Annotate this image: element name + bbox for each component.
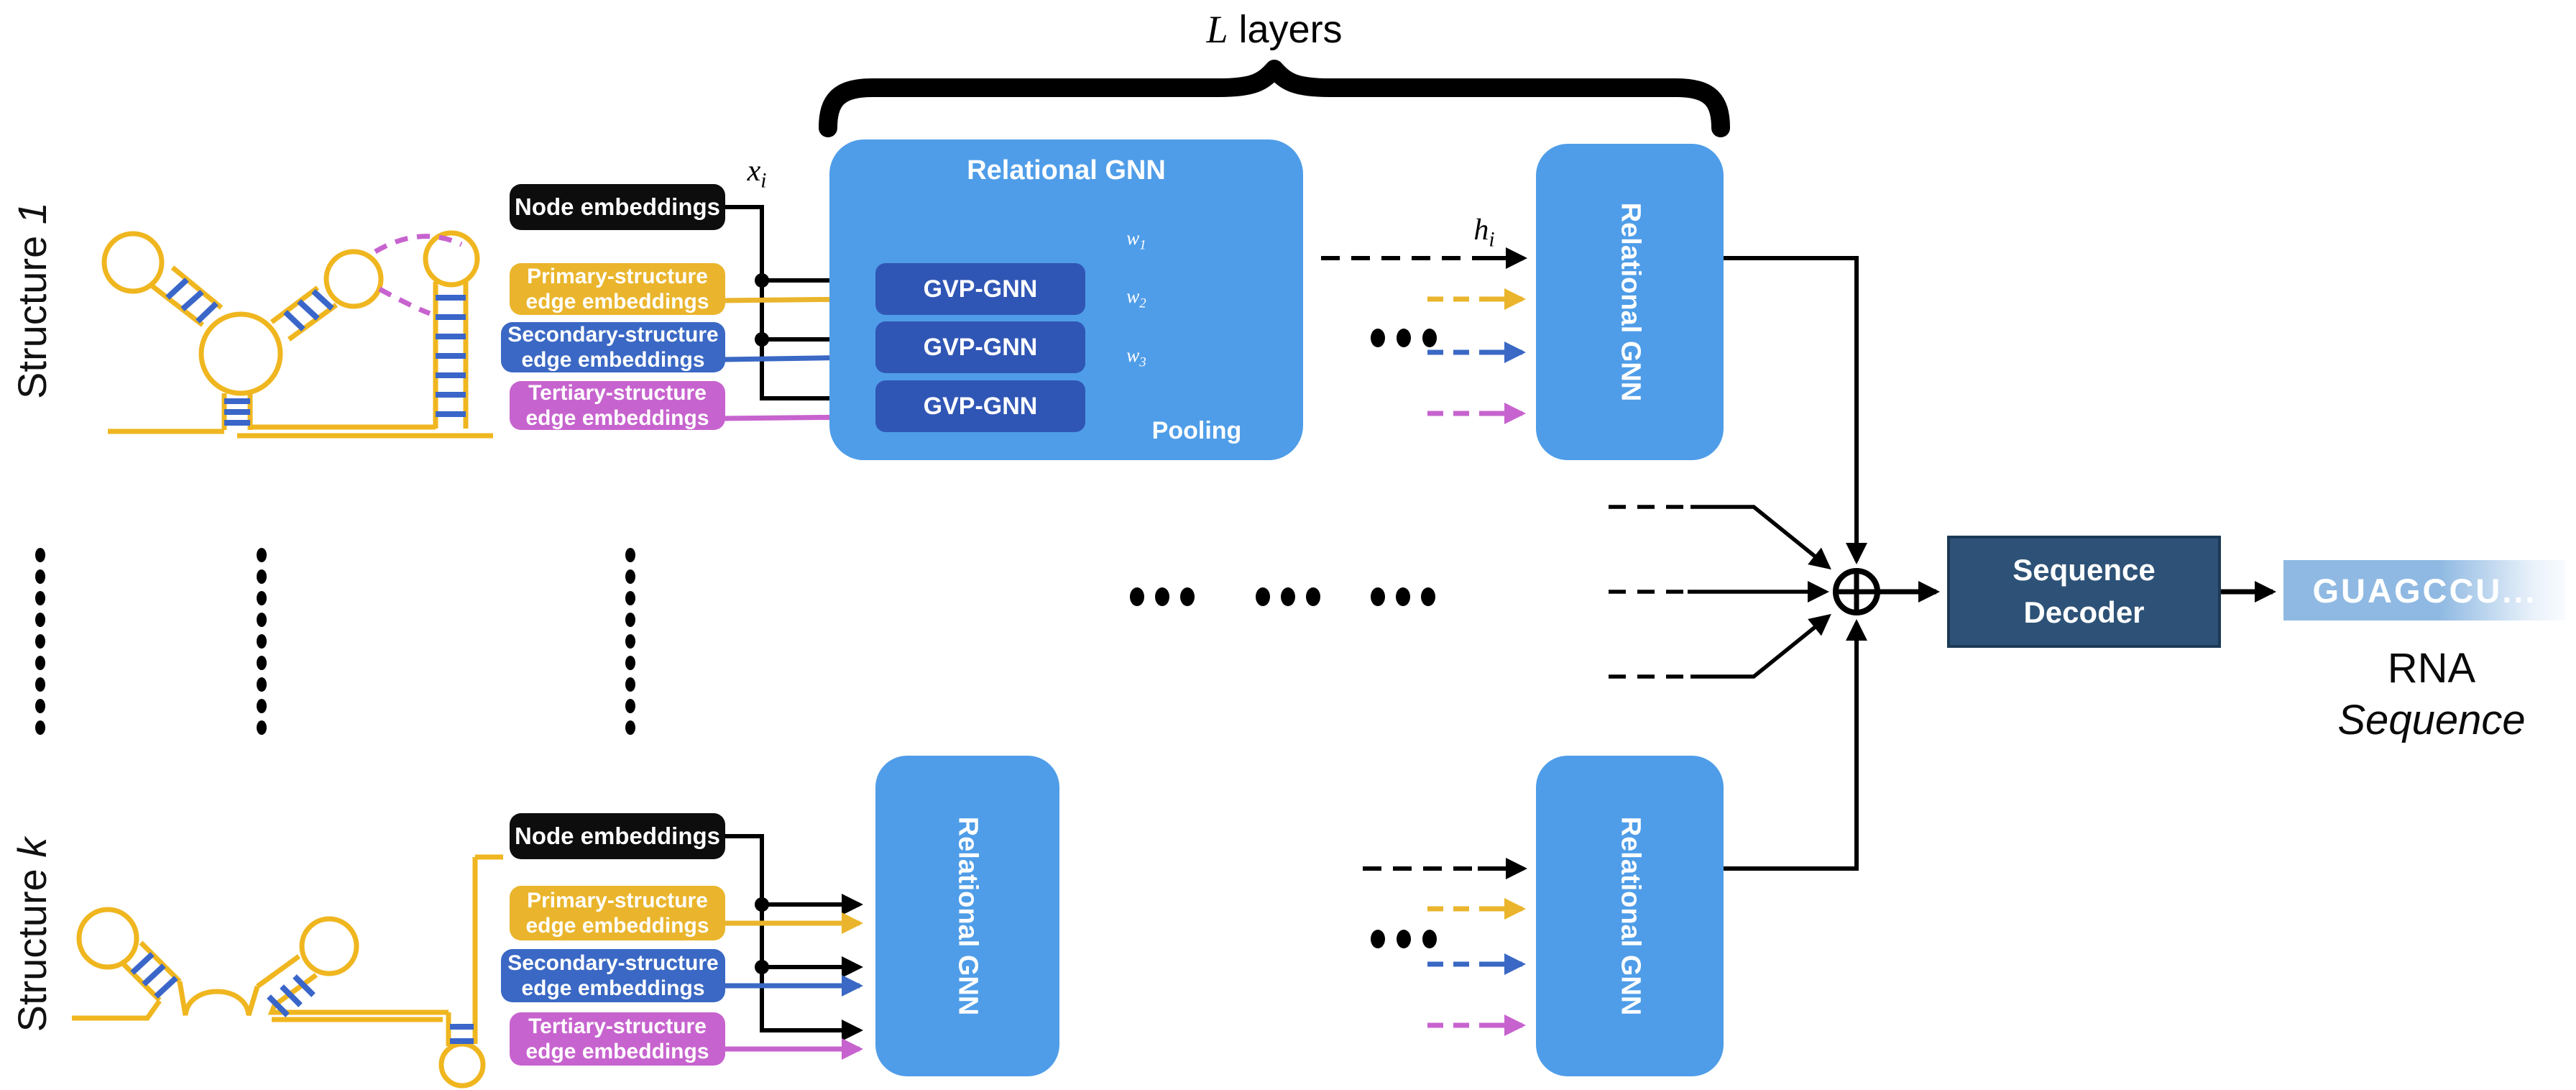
gvp-gnn-box-2: GVP-GNN (875, 321, 1085, 373)
x-i-label: xi (747, 155, 767, 193)
vertical-ellipsis-columns (35, 548, 635, 735)
primary-edge-embeddings-box-1: Primary-structure edge embeddings (510, 263, 725, 315)
base-pair-rungs-1 (165, 278, 466, 426)
base-pair-rungs-k (130, 952, 474, 1044)
relational-gnn-box-2: Relational GNN (1536, 144, 1724, 460)
sequence-decoder-box: Sequence Decoder (1947, 536, 2221, 648)
rowk-input-wires (724, 834, 863, 1060)
rowk-layer-gap-wires (1363, 858, 1527, 1036)
primary-edge-embeddings-box-k: Primary-structure edge embeddings (510, 886, 725, 940)
w3-label: w3 (1126, 344, 1146, 370)
tertiary-edge-embeddings-box-k: Tertiary-structure edge embeddings (510, 1012, 725, 1066)
rowk-output-wire (1724, 619, 1867, 871)
row1-output-wire (1724, 256, 1867, 564)
structure-k-label: Structure k (9, 837, 55, 1032)
middle-ellipsis-dots (1130, 587, 1435, 606)
rna-caption: RNA (2387, 645, 2476, 692)
h-i-label: hi (1473, 214, 1495, 252)
relational-gnn-title-2: Relational GNN (1615, 202, 1645, 402)
gvp-gnn-box-1: GVP-GNN (875, 263, 1085, 315)
secondary-edge-embeddings-box-k: Secondary-structure edge embeddings (501, 949, 725, 1002)
relational-gnn-box-3: Relational GNN (875, 756, 1059, 1076)
relational-gnn-title-1: Relational GNN (967, 155, 1166, 186)
row1-layer-gap-wires (1321, 247, 1527, 424)
structure-1-label: Structure 1 (9, 202, 55, 399)
node-embeddings-box-k: Node embeddings (510, 813, 725, 859)
merge-sum-icon (1833, 568, 1880, 615)
l-layers-brace (819, 60, 1730, 137)
tertiary-edge-embeddings-box-1: Tertiary-structure edge embeddings (510, 381, 725, 430)
gvp-gnn-box-3: GVP-GNN (875, 380, 1085, 432)
tertiary-contact-arcs (374, 234, 463, 316)
sequence-caption: Sequence (2337, 697, 2526, 743)
w2-label: w2 (1126, 285, 1146, 311)
rna-structure-k (72, 854, 503, 1089)
l-layers-label: L layers (1206, 8, 1343, 51)
relational-gnn-box-4: Relational GNN (1536, 756, 1724, 1076)
w1-label: w1 (1126, 227, 1146, 253)
relational-gnn-title-3: Relational GNN (952, 816, 983, 1016)
middle-structures-wires (1609, 505, 1831, 679)
secondary-edge-embeddings-box-1: Secondary-structure edge embeddings (501, 322, 725, 372)
pooling-label: Pooling (1151, 417, 1242, 444)
relational-gnn-title-4: Relational GNN (1615, 816, 1645, 1016)
node-embeddings-box-1: Node embeddings (510, 184, 725, 230)
rna-sequence-output-box: GUAGCCU... (2283, 560, 2566, 620)
rna-structure-1 (101, 230, 493, 439)
